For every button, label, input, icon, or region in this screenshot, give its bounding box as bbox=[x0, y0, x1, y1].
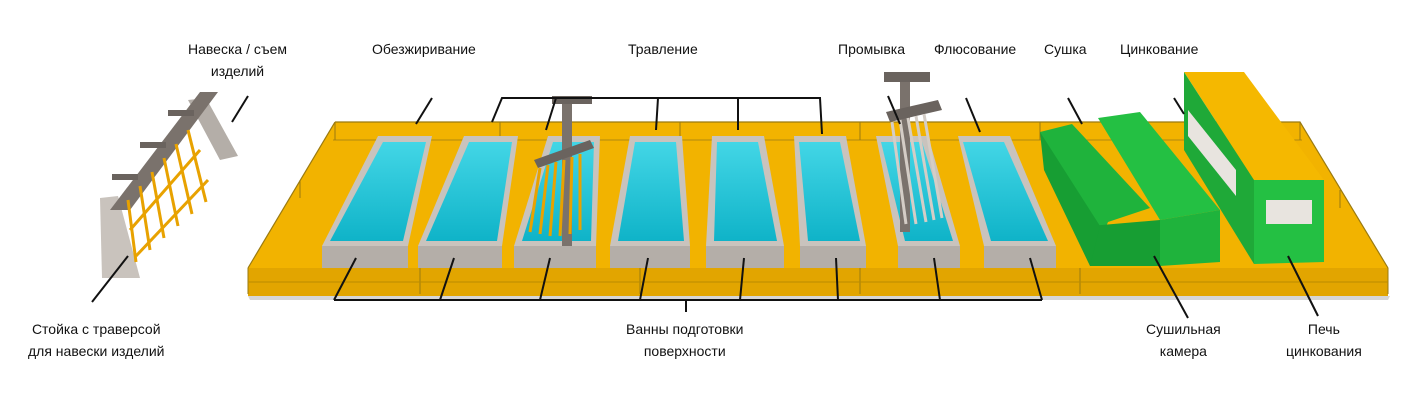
label-dryer: Сушильная камера bbox=[1146, 321, 1221, 359]
label-rinsing: Промывка bbox=[838, 41, 905, 57]
bath-4 bbox=[610, 136, 690, 268]
label-pickling: Травление bbox=[628, 41, 698, 57]
leader-lines bbox=[91, 95, 1319, 319]
label-baths: Ванны подготовки поверхности bbox=[626, 321, 744, 359]
label-degreasing: Обезжиривание bbox=[372, 41, 476, 57]
hanging-rack bbox=[100, 92, 238, 278]
bath-1 bbox=[322, 136, 432, 268]
label-galvanizing: Цинкование bbox=[1120, 41, 1199, 57]
label-hanging: Навеска / съем изделий bbox=[188, 41, 288, 79]
label-fluxing: Флюсование bbox=[934, 41, 1017, 57]
label-rack: Стойка с траверсой для навески изделий bbox=[28, 321, 165, 359]
drying-chamber bbox=[1040, 112, 1220, 266]
bath-5 bbox=[706, 136, 784, 268]
hoist-rinsing bbox=[884, 72, 944, 232]
bath-2 bbox=[418, 136, 518, 268]
bath-8 bbox=[958, 136, 1056, 268]
label-drying: Сушка bbox=[1044, 41, 1087, 57]
label-furnace: Печь цинкования bbox=[1286, 321, 1362, 359]
hoist-pickling bbox=[528, 96, 594, 246]
galvanizing-furnace bbox=[1184, 72, 1324, 264]
bath-6 bbox=[794, 136, 866, 268]
